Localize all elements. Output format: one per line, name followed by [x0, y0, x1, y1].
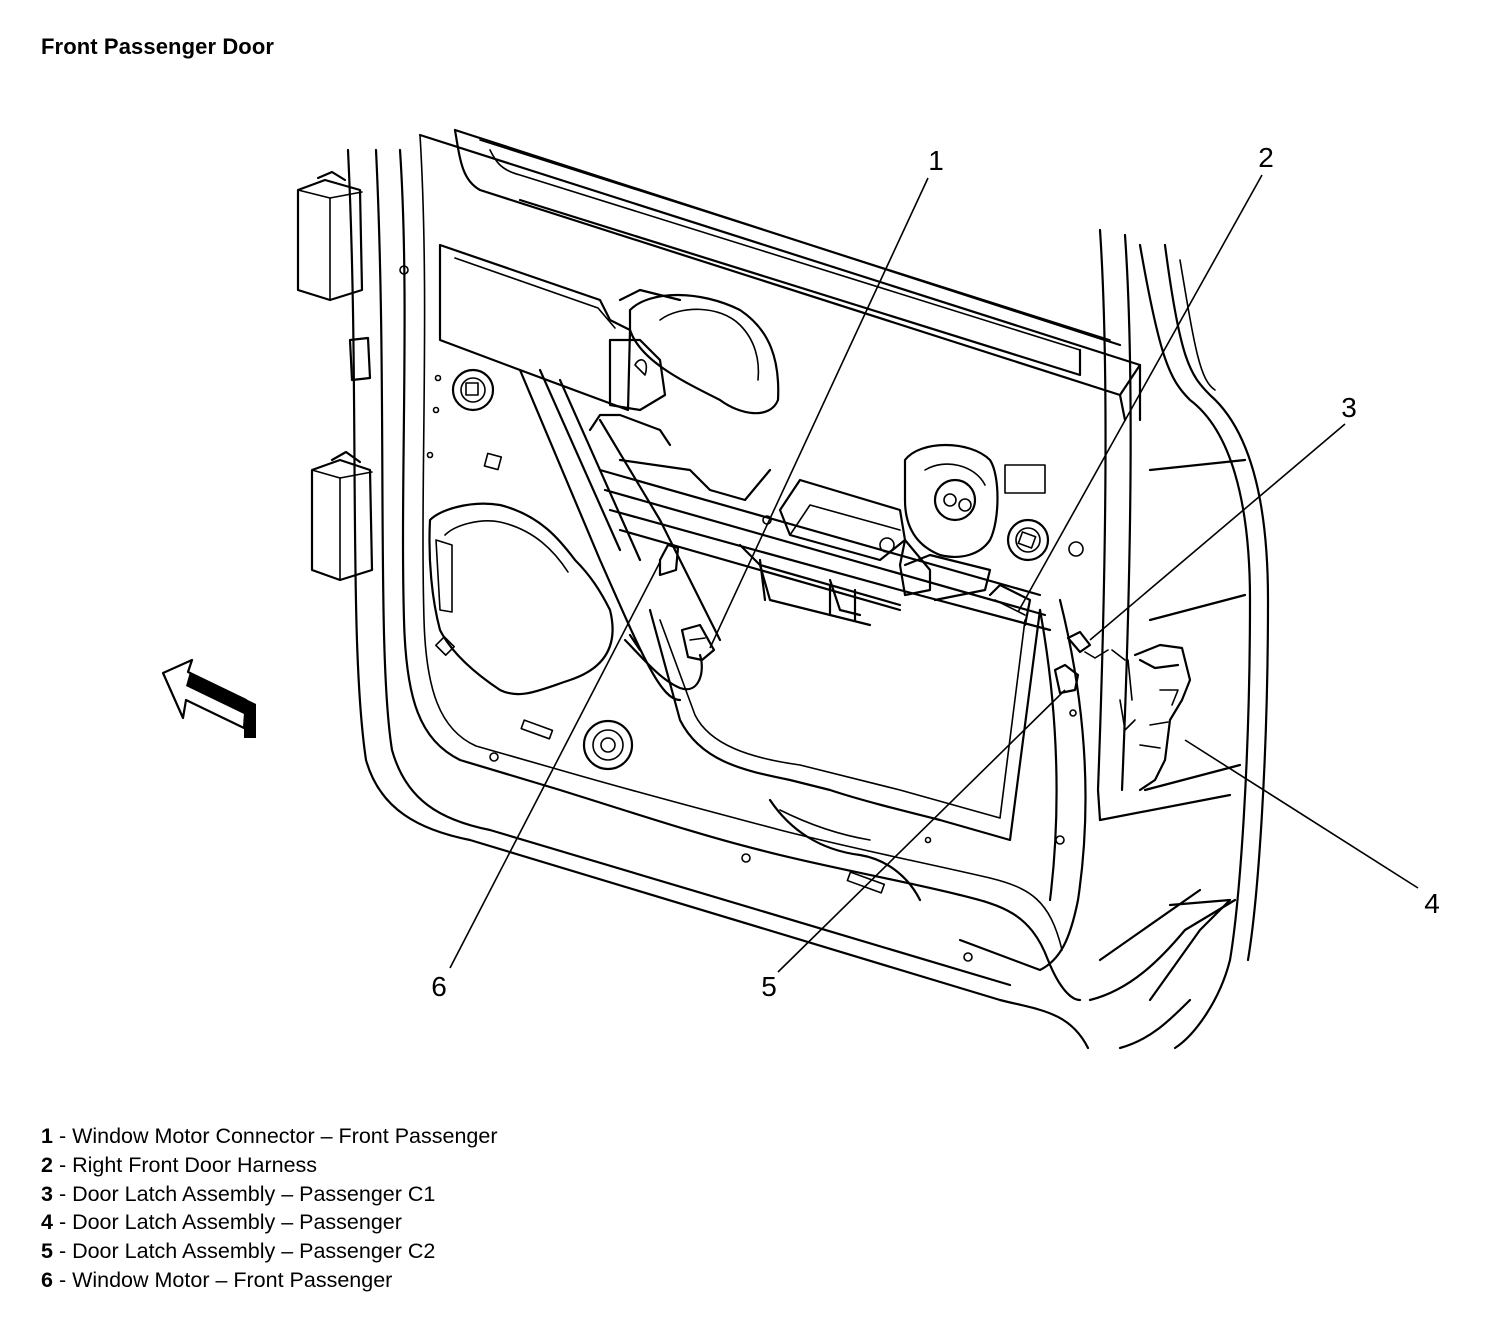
door-latch — [1119, 643, 1192, 792]
callout-2: 2 — [1258, 142, 1274, 173]
legend-item-4: 4 - Door Latch Assembly – Passenger — [41, 1208, 498, 1237]
door-diagram: 1 2 3 4 5 6 — [161, 128, 1440, 1050]
leader-line-1 — [709, 177, 929, 649]
legend-item-3: 3 - Door Latch Assembly – Passenger C1 — [41, 1180, 498, 1209]
legend-label: Window Motor Connector – Front Passenger — [72, 1124, 498, 1148]
legend-item-1: 1 - Window Motor Connector – Front Passe… — [41, 1122, 498, 1151]
legend-sep: - — [52, 1152, 73, 1177]
legend-label: Window Motor – Front Passenger — [72, 1267, 393, 1292]
callout-5: 5 — [761, 971, 777, 1002]
legend-label: Door Latch Assembly – Passenger C1 — [72, 1181, 436, 1206]
legend-label: Door Latch Assembly – Passenger — [72, 1210, 402, 1235]
legend-sep: - — [52, 1267, 73, 1292]
legend-list: 1 - Window Motor Connector – Front Passe… — [41, 1122, 498, 1295]
legend-item-2: 2 - Right Front Door Harness — [41, 1151, 498, 1180]
legend-num: 4 — [41, 1210, 53, 1235]
wiring-harness — [623, 543, 1126, 695]
leader-line-5 — [777, 689, 1066, 973]
legend-sep: - — [52, 1124, 73, 1148]
door-shell — [346, 128, 1270, 1050]
forward-direction-arrow-icon — [161, 658, 256, 738]
legend-num: 5 — [41, 1239, 53, 1264]
legend-sep: - — [52, 1210, 73, 1235]
legend-sep: - — [52, 1239, 73, 1264]
leader-line-3 — [1089, 423, 1346, 641]
callout-6: 6 — [431, 971, 447, 1002]
inner-panel — [399, 243, 1084, 962]
leader-line-2 — [1017, 174, 1263, 613]
hinge-pillar — [296, 170, 374, 582]
legend-num: 3 — [41, 1181, 53, 1206]
leader-line-4 — [1184, 739, 1419, 889]
legend-num: 2 — [41, 1152, 53, 1177]
legend-num: 1 — [41, 1124, 53, 1148]
leader-line-6 — [449, 561, 661, 969]
callout-3: 3 — [1341, 392, 1357, 423]
legend-num: 6 — [41, 1267, 53, 1292]
legend-item-6: 6 - Window Motor – Front Passenger — [41, 1266, 498, 1295]
leader-lines — [449, 174, 1419, 973]
callout-4: 4 — [1424, 888, 1440, 919]
callout-labels: 1 2 3 4 5 6 — [431, 142, 1440, 1002]
callout-1: 1 — [928, 145, 944, 176]
legend-item-5: 5 - Door Latch Assembly – Passenger C2 — [41, 1237, 498, 1266]
window-regulator — [588, 288, 1052, 632]
legend-sep: - — [52, 1181, 73, 1206]
page-title: Front Passenger Door — [41, 34, 275, 59]
legend-label: Right Front Door Harness — [72, 1152, 318, 1177]
legend-label: Door Latch Assembly – Passenger C2 — [72, 1239, 436, 1264]
